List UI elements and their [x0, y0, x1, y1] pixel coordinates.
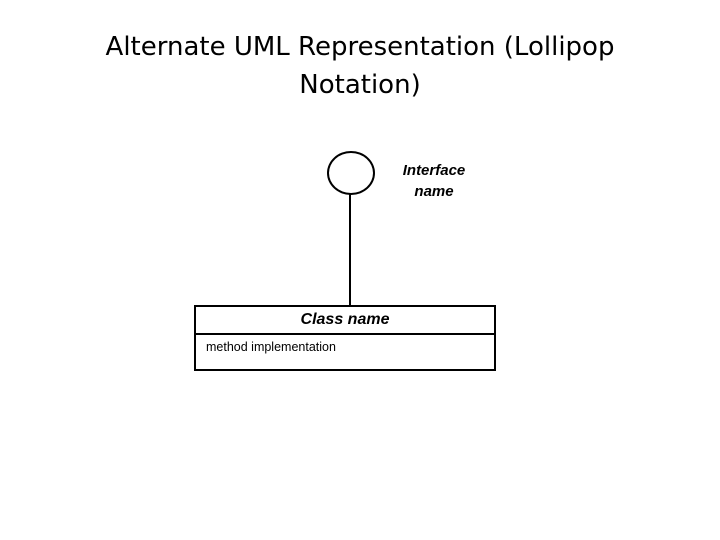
vertical-connector-line-icon [349, 193, 351, 306]
lollipop-circle-icon [327, 151, 375, 195]
class-box: Class name method implementation [194, 305, 496, 371]
interface-name-label: Interface name [402, 162, 466, 200]
class-name-compartment: Class name [196, 307, 494, 335]
class-name-label: Class name [300, 311, 390, 328]
class-methods-compartment: method implementation [196, 335, 494, 369]
page-title: Alternate UML Representation (Lollipop N… [105, 32, 615, 100]
class-method-label: method implementation [206, 340, 336, 354]
